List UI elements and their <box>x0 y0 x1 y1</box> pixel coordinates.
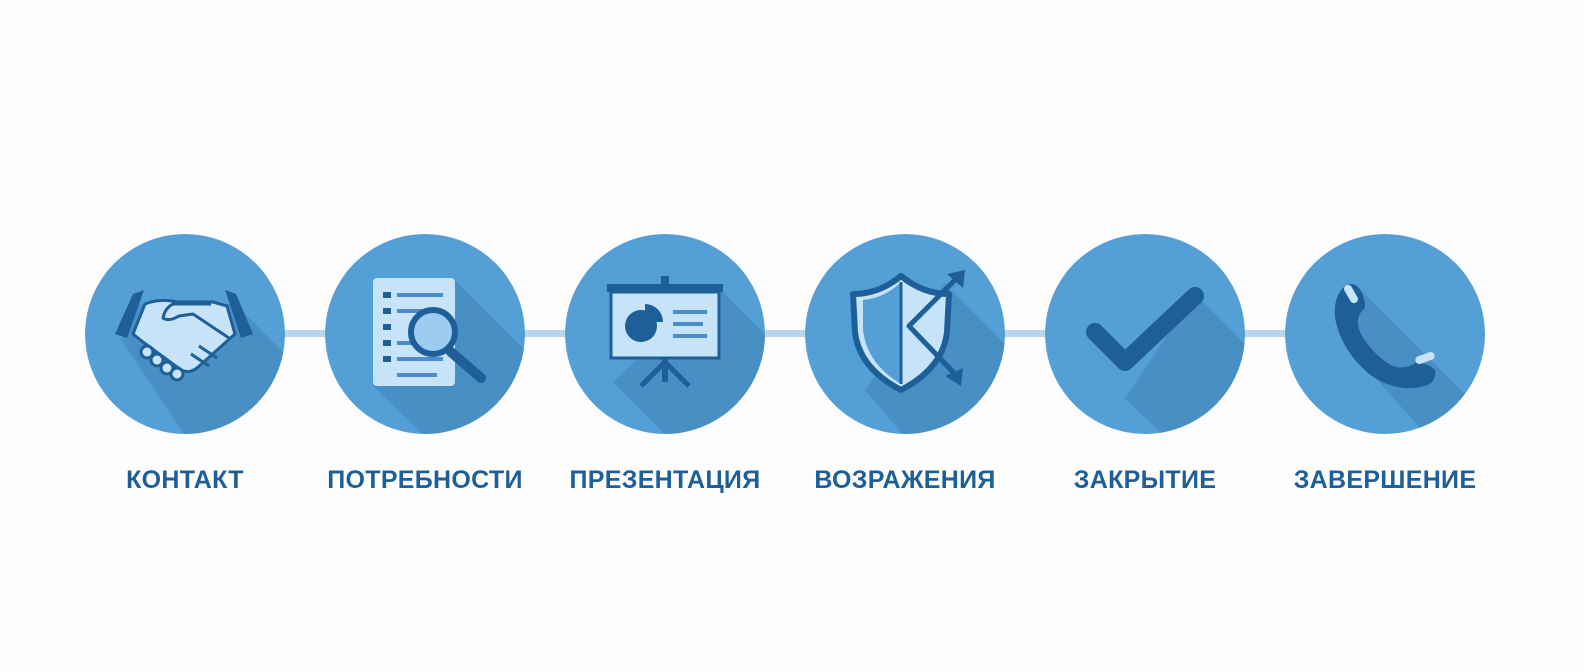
document-search-icon <box>373 278 486 386</box>
step-label: ЗАКРЫТИЕ <box>1073 466 1217 494</box>
step-circle <box>565 234 765 434</box>
step-contact: КОНТАКТ <box>85 234 285 514</box>
step-label: ЗАВЕРШЕНИЕ <box>1293 466 1477 494</box>
step-label: ВОЗРАЖЕНИЯ <box>814 466 996 494</box>
step-circle <box>1045 234 1245 434</box>
step-label: ПОТРЕБНОСТИ <box>327 466 523 494</box>
step-presentation: ПРЕЗЕНТАЦИЯ <box>565 234 765 514</box>
step-label: ПРЕЗЕНТАЦИЯ <box>569 466 761 494</box>
step-circle <box>1285 234 1485 434</box>
step-circle <box>85 234 285 434</box>
step-circle <box>805 234 1005 434</box>
step-closing: ЗАКРЫТИЕ <box>1045 234 1245 514</box>
shield-arrow-icon <box>850 270 965 393</box>
checkmark-icon <box>1086 287 1204 371</box>
step-objections: ВОЗРАЖЕНИЯ <box>805 234 1005 514</box>
presentation-board-icon <box>607 276 723 388</box>
step-completion: ЗАВЕРШЕНИЕ <box>1285 234 1485 514</box>
step-needs: ПОТРЕБНОСТИ <box>325 234 525 514</box>
handshake-icon <box>115 290 253 382</box>
step-circle <box>325 234 525 434</box>
step-label: КОНТАКТ <box>126 466 244 494</box>
process-connector-line <box>185 330 1385 337</box>
phone-icon <box>1334 284 1436 389</box>
